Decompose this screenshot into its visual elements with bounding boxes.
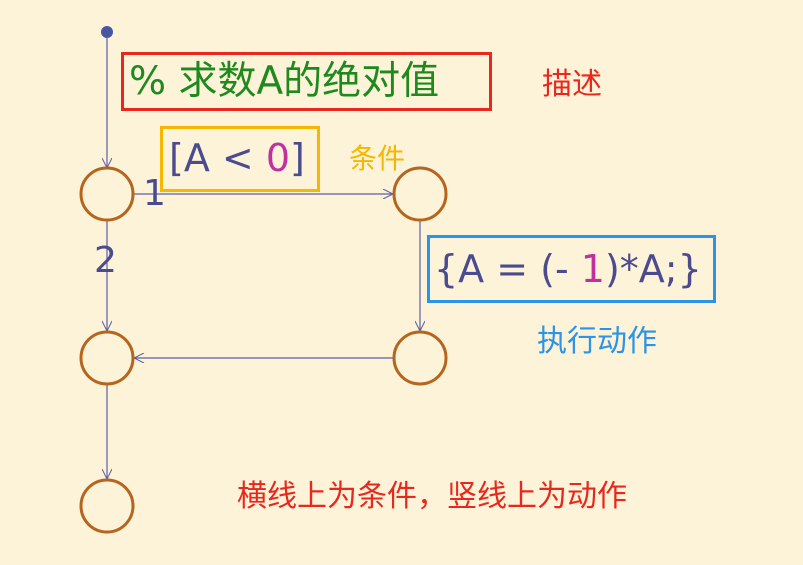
comment-percent: %	[129, 59, 167, 104]
junction-node-start[interactable]	[79, 166, 135, 222]
action-highlight-box	[427, 235, 716, 303]
action-label[interactable]: {A = (- 1)*A;}	[434, 250, 702, 288]
condition-label[interactable]: [A < 0]	[169, 139, 305, 177]
annotation-note: 横线上为条件，竖线上为动作	[237, 479, 627, 514]
annotation-condition: 条件	[349, 142, 406, 175]
transition-order-2: 2	[94, 240, 117, 281]
junction-node-condition-true[interactable]	[392, 166, 448, 222]
condition-open: [A <	[169, 136, 266, 180]
transition-order-1: 1	[143, 173, 166, 214]
action-open: {A = (-	[434, 247, 581, 291]
junction-node-end[interactable]	[79, 478, 135, 534]
junction-node-merge[interactable]	[79, 330, 135, 386]
annotation-action: 执行动作	[537, 324, 657, 359]
action-close: )*A;}	[604, 247, 702, 291]
comment-highlight-box	[121, 52, 492, 111]
default-transition-dot[interactable]	[101, 26, 113, 38]
condition-close: ]	[290, 136, 305, 180]
condition-highlight-box	[160, 126, 320, 192]
annotation-description: 描述	[542, 67, 602, 102]
action-number: 1	[580, 247, 605, 291]
condition-number: 0	[265, 136, 291, 180]
comment-body: 求数A的绝对值	[166, 59, 440, 104]
comment-text[interactable]: % 求数A的绝对值	[129, 62, 439, 101]
junction-node-action-done[interactable]	[392, 330, 448, 386]
